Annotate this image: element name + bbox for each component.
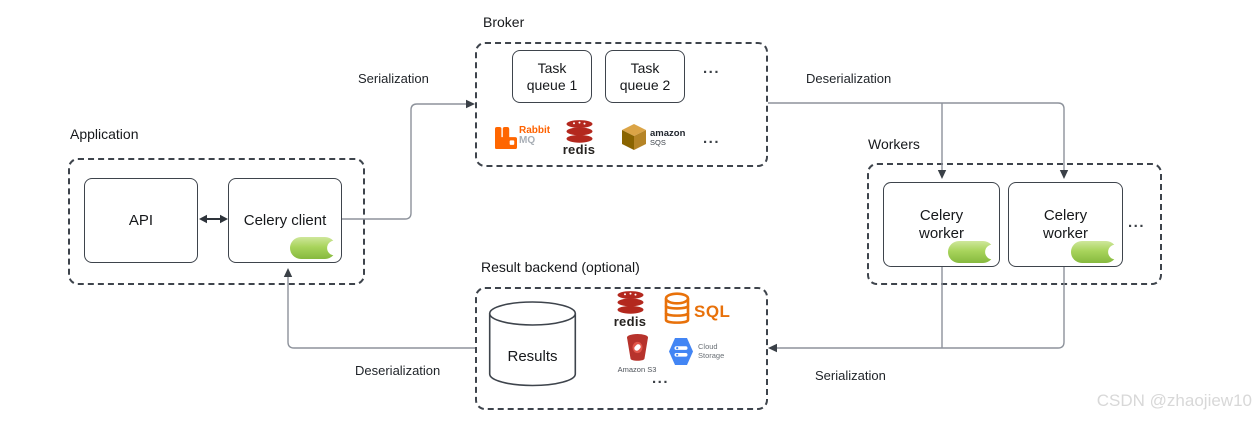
result-backend-group-label: Result backend (optional): [481, 259, 640, 275]
rabbitmq-icon: [495, 127, 517, 150]
api-node-label: API: [128, 211, 154, 229]
backend-logos-ellipsis: ...: [652, 370, 670, 387]
deserialization-label-top: Deserialization: [806, 71, 892, 86]
celery-icon: [1071, 241, 1117, 263]
celery-icon: [948, 241, 994, 263]
celery-icon: [290, 237, 336, 259]
deserialization-label-bottom: Deserialization: [355, 363, 441, 378]
sql-label: SQL: [694, 302, 731, 321]
application-group-box: [68, 158, 365, 285]
celery-client-node: Celery client: [228, 178, 342, 263]
celery-worker-1-label: Celery worker: [918, 206, 964, 242]
amazon-sqs-label: amazon SQS: [650, 128, 686, 147]
workers-ellipsis: ...: [1128, 214, 1146, 231]
rabbitmq-label: Rabbit MQ: [519, 125, 551, 146]
sql-database-icon: [664, 292, 690, 324]
results-label: Results: [507, 348, 558, 365]
serialization-label-bottom: Serialization: [815, 368, 886, 383]
broker-group-label: Broker: [483, 14, 525, 30]
result-backend-group-box: [475, 287, 768, 410]
watermark: CSDN @zhaojiew10: [1096, 391, 1252, 410]
redis-label-broker: redis: [562, 142, 596, 157]
broker-logos-ellipsis: ...: [703, 130, 721, 147]
celery-client-label: Celery client: [243, 211, 327, 229]
workers-group-label: Workers: [868, 136, 920, 152]
amazon-sqs-icon: [622, 124, 646, 150]
amazon-s3-label: Amazon S3: [617, 365, 657, 374]
celery-worker-2-node: Celery worker: [1008, 182, 1123, 267]
redis-icon-backend: [617, 291, 644, 314]
results-database-cylinder: [488, 301, 577, 387]
serialization-label-top: Serialization: [358, 71, 429, 86]
api-node: API: [84, 178, 198, 263]
task-queue-2-node: Task queue 2: [605, 50, 685, 103]
amazon-s3-icon: [627, 334, 648, 361]
cloud-storage-label: Cloud Storage: [698, 342, 725, 360]
task-queue-2-label: Task queue 2: [619, 59, 671, 93]
celery-worker-1-node: Celery worker: [883, 182, 1000, 267]
task-queue-1-node: Task queue 1: [512, 50, 592, 103]
celery-worker-2-label: Celery worker: [1042, 206, 1088, 242]
redis-icon-broker: [566, 120, 593, 143]
broker-group-box: [475, 42, 768, 167]
cloud-storage-icon: [669, 338, 693, 365]
application-group-label: Application: [70, 126, 139, 142]
redis-label-backend: redis: [613, 314, 647, 329]
task-queue-1-label: Task queue 1: [526, 59, 578, 93]
broker-queues-ellipsis: ...: [703, 60, 721, 77]
